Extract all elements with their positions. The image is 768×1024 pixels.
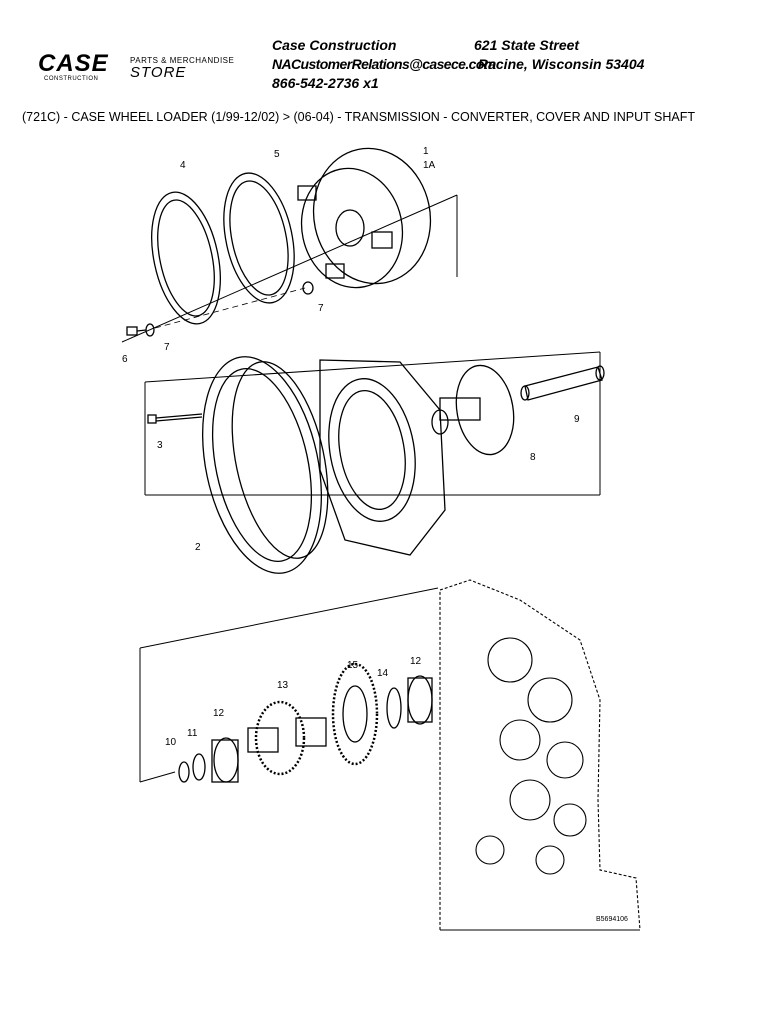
bolt-part-6 [126, 326, 147, 336]
housing-part-2 [201, 356, 329, 574]
gear-part-13 [254, 700, 306, 776]
transmission-case [439, 579, 641, 931]
bearing-part-12b [407, 675, 433, 725]
breadcrumb: (721C) - CASE WHEEL LOADER (1/99-12/02) … [22, 110, 695, 124]
label-part-13: 13 [277, 680, 289, 691]
contact-email[interactable]: NACustomerRelations@casece.com [272, 56, 496, 72]
label-part-12b: 12 [410, 656, 422, 667]
snap-ring-part-14 [386, 687, 402, 729]
label-part-2: 2 [195, 542, 201, 553]
plate-part-5 [223, 172, 295, 304]
exploded-parts-diagram [121, 147, 641, 931]
label-part-3: 3 [157, 440, 163, 451]
bolt-part-3 [147, 413, 203, 424]
label-part-4: 4 [180, 160, 186, 171]
snap-ring-part-10 [178, 761, 190, 783]
label-part-9: 9 [574, 414, 580, 425]
label-part-11: 11 [187, 728, 198, 739]
label-part-10: 10 [165, 737, 177, 748]
gasket-part-4 [151, 191, 221, 325]
label-part-7a: 7 [318, 303, 324, 314]
bearing-part-12a [213, 737, 239, 783]
phone-number: 866-542-2736 x1 [272, 75, 379, 91]
case-store-logo: CASE CONSTRUCTION PARTS & MERCHANDISE ST… [38, 52, 248, 84]
label-part-1: 1 [423, 146, 429, 157]
company-name: Case Construction [272, 37, 397, 53]
gear-part-15 [331, 662, 379, 766]
city-address: Racine, Wisconsin 53404 [478, 56, 645, 72]
street-address: 621 State Street [474, 37, 580, 53]
label-part-7b: 7 [164, 342, 170, 353]
store-logo-word: STORE [130, 64, 187, 81]
pump-plate-part-8 [431, 364, 515, 456]
torque-converter-part-1 [297, 147, 432, 289]
label-part-14: 14 [377, 668, 389, 679]
washer-part-7a [302, 281, 314, 295]
cover-housing [319, 359, 446, 556]
diagram-code: B5694106 [596, 916, 628, 923]
label-part-1a: 1A [423, 160, 436, 171]
label-part-8: 8 [530, 452, 536, 463]
gear-train [178, 662, 433, 783]
case-logo-sub: CONSTRUCTION [44, 76, 99, 82]
case-logo-word: CASE [38, 50, 109, 77]
input-shaft-part-9 [520, 365, 605, 401]
store-logo-top: PARTS & MERCHANDISE [130, 56, 235, 65]
label-part-12a: 12 [213, 708, 225, 719]
ring-part-11 [192, 753, 206, 781]
label-part-5: 5 [274, 149, 280, 160]
label-part-15: 15 [347, 660, 359, 671]
label-part-6: 6 [122, 354, 128, 365]
